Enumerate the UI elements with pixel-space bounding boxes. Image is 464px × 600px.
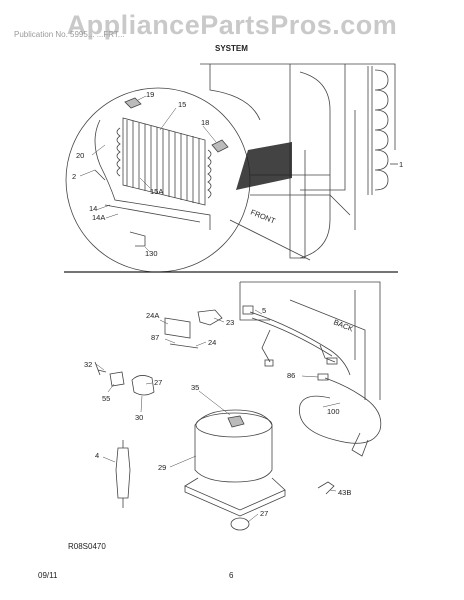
back-label: BACK xyxy=(332,318,354,334)
callout-23: 23 xyxy=(226,318,234,327)
footer-date: 09/11 xyxy=(38,571,58,580)
callout-55: 55 xyxy=(102,394,110,403)
leader-lines-top xyxy=(79,95,217,253)
section-title: SYSTEM xyxy=(215,44,248,53)
wiring-harness xyxy=(242,305,351,376)
callout-27-lower: 27 xyxy=(260,509,268,518)
evaporator xyxy=(94,97,229,247)
callout-32: 32 xyxy=(84,360,92,369)
cabinet-top xyxy=(200,63,396,261)
callout-43b: 43B xyxy=(338,488,351,497)
relay-overload xyxy=(94,309,223,396)
callout-19: 19 xyxy=(146,90,154,99)
sheet-title: Publication No. 5995... ...FRT... xyxy=(14,30,125,39)
watermark: AppliancePartsPros.com xyxy=(66,10,398,40)
power-cord xyxy=(299,373,382,457)
clip xyxy=(317,481,335,495)
callout-30: 30 xyxy=(135,413,143,422)
callout-18: 18 xyxy=(201,118,209,127)
leader-lines-bottom xyxy=(95,309,341,523)
callout-130: 130 xyxy=(145,249,158,258)
callout-14a: 14A xyxy=(92,213,105,222)
condenser-coil xyxy=(367,66,398,195)
front-label: FRONT xyxy=(249,208,277,226)
callout-14: 14 xyxy=(89,204,97,213)
compressor xyxy=(184,409,286,531)
filter-drier xyxy=(115,440,131,508)
callout-29: 29 xyxy=(158,463,166,472)
diagram-code: R08S0470 xyxy=(68,542,106,551)
callout-27-upper: 27 xyxy=(154,378,162,387)
callout-100: 100 xyxy=(327,407,340,416)
callout-24a: 24A xyxy=(146,311,159,320)
callout-15: 15 xyxy=(178,100,186,109)
callout-5: 5 xyxy=(262,306,266,315)
callout-1: 1 xyxy=(399,160,403,169)
callout-4: 4 xyxy=(95,451,99,460)
callout-20: 20 xyxy=(76,151,84,160)
callout-24: 24 xyxy=(208,338,216,347)
page-number: 6 xyxy=(229,571,234,580)
cabinet-bottom xyxy=(239,281,381,400)
callout-15a: 15A xyxy=(150,187,163,196)
callout-35: 35 xyxy=(191,383,199,392)
callout-2: 2 xyxy=(72,172,76,181)
callout-86: 86 xyxy=(287,371,295,380)
callout-87: 87 xyxy=(151,333,159,342)
